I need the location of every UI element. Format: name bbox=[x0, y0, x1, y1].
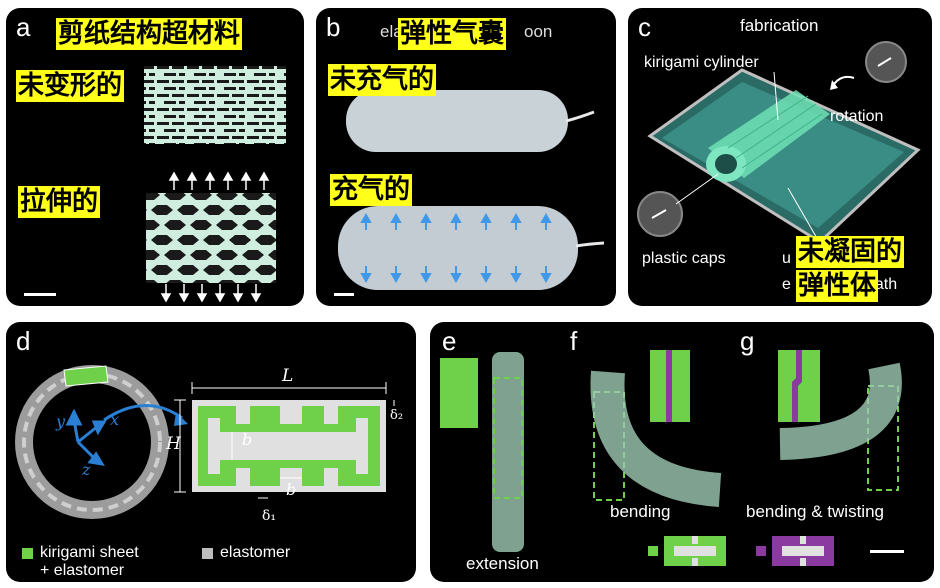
dim-H: H bbox=[166, 434, 181, 454]
panel-letter-c: c bbox=[638, 12, 651, 42]
stretch-arrows-bottom bbox=[160, 284, 262, 303]
leader-cylinder bbox=[773, 71, 779, 121]
bath-label-left: u bbox=[782, 250, 791, 267]
unit-cell-diagram bbox=[192, 400, 386, 492]
dim-delta2: δ₂ bbox=[390, 408, 404, 423]
plastic-cap-top bbox=[865, 41, 907, 83]
panel-a: a 剪纸结构超材料 未变形的 拉伸的 bbox=[6, 8, 304, 306]
undeformed-label: 未变形的 bbox=[16, 70, 125, 102]
extension-label: extension bbox=[466, 554, 539, 573]
scale-bar bbox=[870, 550, 904, 553]
scale-bar bbox=[24, 293, 56, 296]
scale-bar bbox=[334, 293, 354, 296]
extension-mode-swatch bbox=[440, 358, 478, 428]
panel-c: c fabrication kirigami cylinder rotation… bbox=[628, 8, 932, 306]
legend-kirigami-swatch bbox=[22, 548, 33, 559]
deflated-label: 未充气的 bbox=[328, 64, 437, 96]
stretched-label: 拉伸的 bbox=[18, 186, 101, 218]
inflated-label: 充气的 bbox=[330, 174, 413, 206]
legend-purple-cell bbox=[772, 536, 834, 566]
plastic-cap-left bbox=[637, 191, 683, 237]
dim-b-top: b bbox=[242, 430, 253, 449]
bending-label: bending bbox=[610, 502, 671, 521]
rotation-arrow bbox=[833, 75, 855, 85]
panel-b-title: 弹性气囊 bbox=[398, 18, 507, 50]
panel-b-title-en-left: ela bbox=[380, 22, 403, 41]
legend-green-cell bbox=[664, 536, 726, 566]
dim-L: L bbox=[282, 366, 294, 386]
panel-letter-b: b bbox=[326, 12, 341, 42]
dim-delta1: δ₁ bbox=[262, 508, 277, 524]
rotation-label: rotation bbox=[830, 108, 884, 125]
kirigami-cylinder-image bbox=[706, 90, 830, 182]
twisting-actuator-image bbox=[779, 362, 902, 460]
panel-letter-g: g bbox=[740, 326, 755, 356]
leader-caps bbox=[675, 173, 719, 205]
legend-kirigami-line2: + elastomer bbox=[40, 562, 125, 579]
legend-elastomer-swatch bbox=[202, 548, 213, 559]
panel-letter-e: e bbox=[442, 326, 457, 356]
panel-b-title-en-right: oon bbox=[524, 22, 553, 41]
plastic-caps-label: plastic caps bbox=[642, 250, 726, 267]
inflated-balloon-image bbox=[338, 206, 578, 290]
stretched-kirigami-image bbox=[146, 193, 276, 283]
panel-efg-graphics bbox=[440, 350, 904, 566]
panel-letter-f: f bbox=[570, 326, 578, 356]
uncured-label-line1: 未凝固的 bbox=[796, 236, 905, 268]
panel-d: d L H b b δ₁ δ₂ x y z kirigami sheet + e… bbox=[6, 322, 416, 582]
bending-twisting-label: bending & twisting bbox=[746, 502, 884, 521]
bending-actuator-image bbox=[590, 370, 722, 507]
panel-letter-a: a bbox=[16, 12, 31, 42]
fabrication-label: fabrication bbox=[740, 16, 819, 35]
panel-a-title: 剪纸结构超材料 bbox=[56, 18, 243, 50]
panel-efg: e f g extension bending bending & twisti… bbox=[430, 322, 934, 582]
panel-a-graphics bbox=[24, 66, 286, 303]
legend-kirigami-line1: kirigami sheet bbox=[40, 544, 139, 561]
kirigami-cylinder-label: kirigami cylinder bbox=[644, 54, 759, 71]
panel-b-graphics bbox=[334, 90, 605, 296]
panel-b: b ela 弹性气囊 oon 未充气的 充气的 bbox=[316, 8, 616, 306]
stretch-arrows-top bbox=[168, 171, 270, 190]
extension-actuator-image bbox=[492, 352, 524, 552]
panel-letter-d: d bbox=[16, 326, 31, 356]
uncured-label-line2: 弹性体 bbox=[796, 270, 879, 302]
panel-d-graphics bbox=[15, 365, 395, 559]
bath-label-left2: e bbox=[782, 276, 791, 293]
kirigami-ring-illustration bbox=[15, 365, 169, 519]
legend-elastomer: elastomer bbox=[220, 544, 291, 561]
inflation-arrows bbox=[360, 212, 552, 284]
legend-purple-marker bbox=[756, 546, 766, 556]
extension-outline bbox=[493, 377, 523, 499]
undeformed-kirigami-image bbox=[144, 66, 286, 144]
leader-bath bbox=[787, 187, 819, 241]
dim-b-bottom: b bbox=[286, 480, 297, 499]
panel-c-graphics bbox=[637, 41, 921, 244]
axis-y-label: y bbox=[56, 412, 66, 431]
legend-green-marker bbox=[648, 546, 658, 556]
axis-x-label: x bbox=[110, 410, 120, 429]
axis-z-label: z bbox=[82, 460, 91, 479]
dimension-lines bbox=[174, 382, 395, 499]
axes bbox=[65, 408, 107, 467]
zoom-arrow bbox=[103, 404, 183, 422]
deflated-balloon-image bbox=[346, 90, 568, 152]
